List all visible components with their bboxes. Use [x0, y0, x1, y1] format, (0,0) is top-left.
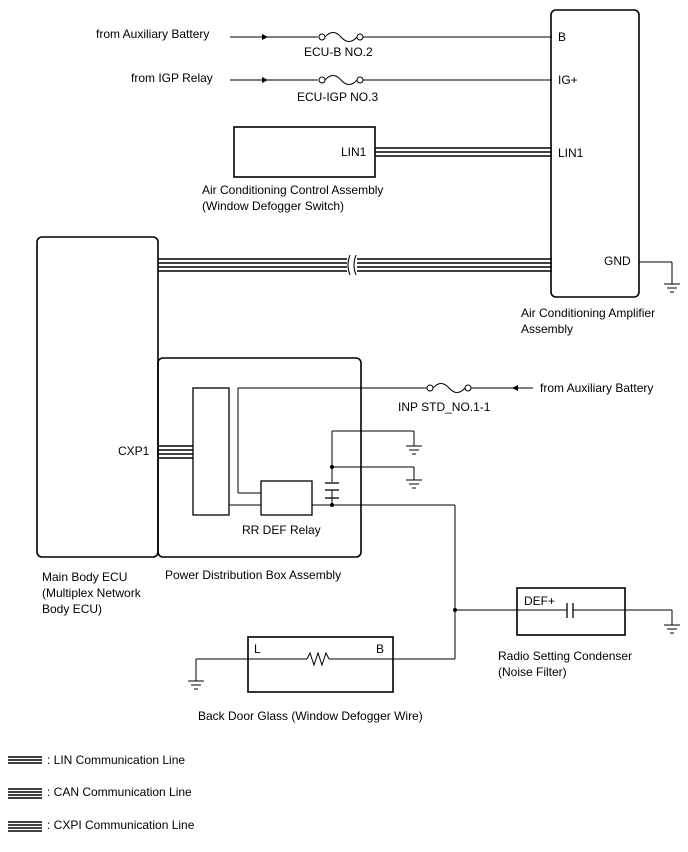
ground-icon — [406, 431, 422, 455]
condenser-label-2: (Noise Filter) — [498, 665, 567, 679]
ac-amp-label-1: Air Conditioning Amplifier — [521, 306, 655, 320]
ground-icon — [406, 467, 422, 489]
legend: : LIN Communication Line : CAN Communica… — [8, 753, 195, 832]
ac-amp-pin-lin: LIN1 — [558, 146, 584, 160]
fuse-inp-std-label: INP STD_NO.1-1 — [398, 400, 491, 414]
ac-amp-pin-gnd: GND — [604, 254, 631, 268]
main-body-ecu: CXP1 Main Body ECU (Multiplex Network Bo… — [36, 236, 159, 616]
legend-can-label: : CAN Communication Line — [47, 785, 192, 799]
aux-battery-right-input: INP STD_NO.1-1 from Auxiliary Battery — [398, 381, 653, 414]
back-door-glass: L B Back Door Glass (Window Defogger Wir… — [198, 636, 423, 723]
condenser-label-1: Radio Setting Condenser — [498, 649, 632, 663]
ac-control-label-2: (Window Defogger Switch) — [202, 199, 344, 213]
ground-icon — [625, 609, 680, 634]
condenser-pin-def: DEF+ — [524, 594, 555, 608]
igp-relay-label: from IGP Relay — [131, 71, 213, 85]
ac-amp-label-2: Assembly — [521, 322, 573, 336]
cxpi-bus — [158, 445, 193, 459]
power-distribution-label: Power Distribution Box Assembly — [165, 568, 341, 582]
ac-control-label-1: Air Conditioning Control Assembly — [202, 183, 383, 197]
main-body-ecu-label-2: (Multiplex Network — [42, 586, 142, 600]
igp-relay-input: from IGP Relay ECU-IGP NO.3 — [131, 71, 552, 104]
capacitor-icon — [325, 482, 339, 499]
aux-battery-top-input: from Auxiliary Battery ECU-B NO.2 — [96, 27, 552, 59]
back-door-glass-pin-b: B — [376, 642, 384, 656]
resistor-icon — [306, 651, 330, 667]
arrow-icon — [512, 385, 518, 391]
can-bus — [158, 254, 552, 276]
ac-control-assembly: LIN1 Air Conditioning Control Assembly (… — [202, 126, 383, 213]
pdb-internal-wiring — [229, 387, 455, 507]
arrow-icon — [262, 34, 268, 40]
legend-lin: : LIN Communication Line — [8, 753, 185, 767]
defogger-wire — [393, 505, 517, 660]
ac-amplifier: B IG+ LIN1 GND Air Conditioning Amplifie… — [521, 9, 655, 336]
ac-control-pin-lin: LIN1 — [341, 145, 367, 159]
rr-def-relay-label: RR DEF Relay — [242, 523, 321, 537]
arrow-icon — [262, 77, 268, 83]
aux-battery-top-label: from Auxiliary Battery — [96, 27, 209, 41]
ac-amp-pin-ig: IG+ — [558, 73, 578, 87]
aux-battery-right-label: from Auxiliary Battery — [540, 381, 653, 395]
ground-icon — [188, 658, 248, 690]
back-door-glass-pin-l: L — [254, 642, 261, 656]
rr-def-relay: RR DEF Relay — [242, 480, 321, 537]
main-body-ecu-pin-cxp1: CXP1 — [118, 444, 150, 458]
legend-lin-label: : LIN Communication Line — [47, 753, 185, 767]
legend-can: : CAN Communication Line — [8, 785, 192, 799]
main-body-ecu-label-3: Body ECU) — [42, 602, 102, 616]
lin-bus — [375, 147, 552, 157]
radio-setting-condenser: DEF+ Radio Setting Condenser (Noise Filt… — [498, 587, 632, 679]
legend-cxpi: : CXPI Communication Line — [8, 818, 195, 832]
back-door-glass-label: Back Door Glass (Window Defogger Wire) — [198, 709, 423, 723]
ac-amp-pin-b: B — [558, 30, 566, 44]
ground-icon — [639, 261, 680, 293]
fuse-ecu-b-label: ECU-B NO.2 — [304, 45, 373, 59]
power-distribution-box: Power Distribution Box Assembly — [157, 357, 362, 582]
fuse-ecu-igp-label: ECU-IGP NO.3 — [297, 90, 378, 104]
legend-cxpi-label: : CXPI Communication Line — [47, 818, 195, 832]
main-body-ecu-label-1: Main Body ECU — [42, 570, 127, 584]
